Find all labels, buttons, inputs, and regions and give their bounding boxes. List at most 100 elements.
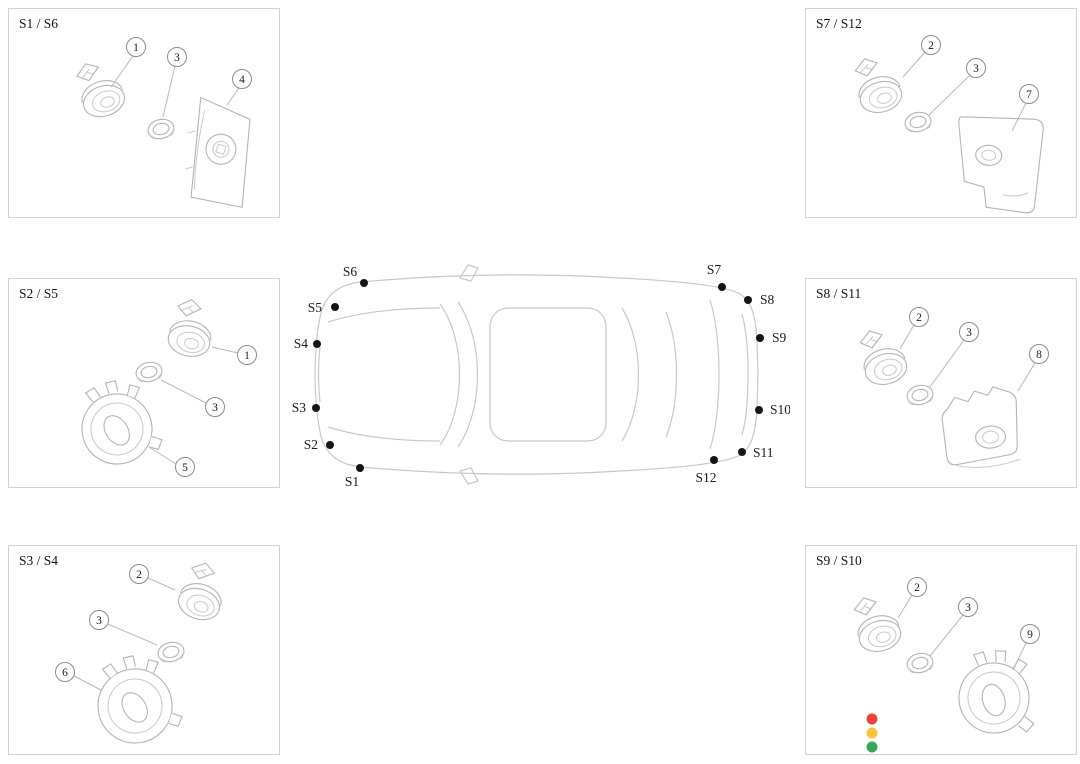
callout-3[interactable]: 3	[929, 322, 979, 388]
sensor-dot-s3	[312, 404, 320, 412]
sensor-label-s4: S4	[294, 336, 309, 351]
svg-text:3: 3	[966, 327, 972, 339]
sensor-dot-s2	[326, 441, 334, 449]
sensor-drawing	[76, 63, 126, 118]
side-mirror-left	[459, 264, 479, 282]
callout-8[interactable]: 8	[1017, 344, 1049, 392]
sensor-label-s2: S2	[304, 437, 318, 452]
panel-drawing-svg: 2 3 9	[853, 577, 1040, 734]
panel-drawing-svg: 1 3 4	[76, 37, 252, 208]
callout-1[interactable]: 1	[110, 37, 146, 88]
sensor-drawing	[859, 330, 908, 386]
sensor-dot-s5	[331, 303, 339, 311]
sensor-label-s1: S1	[345, 474, 359, 489]
callout-1[interactable]: 1	[211, 345, 257, 365]
gasket-ring-drawing	[906, 384, 934, 406]
panel-s8-s11: S8 / S11	[805, 278, 1077, 488]
svg-text:2: 2	[914, 582, 920, 594]
sensor-dot-s8	[744, 296, 752, 304]
callout-2[interactable]: 2	[897, 577, 927, 619]
sensor-dot-s1	[356, 464, 364, 472]
mount-plate-drawing	[185, 96, 251, 208]
panel-s3-s4: S3 / S4	[8, 545, 280, 755]
car-outline	[314, 274, 759, 475]
panel-label: S1 / S6	[19, 16, 59, 31]
rear-window-lines	[621, 299, 749, 450]
callout-3[interactable]: 3	[928, 58, 986, 116]
callout-5[interactable]: 5	[148, 446, 195, 477]
sensor-label-s3: S3	[292, 400, 307, 415]
sunroof-outline	[489, 307, 607, 442]
sensor-dot-s10	[755, 406, 763, 414]
gasket-ring-drawing	[906, 652, 934, 674]
sensor-label-s5: S5	[308, 300, 323, 315]
car-top-view: S6 S5 S4 S3 S2 S1 S7 S8 S9 S10 S11 S12	[292, 262, 792, 489]
panel-label: S2 / S5	[19, 286, 59, 301]
callout-3[interactable]: 3	[929, 597, 978, 657]
sensor-dot-s6	[360, 279, 368, 287]
gasket-ring-drawing	[135, 361, 163, 383]
callout-2[interactable]: 2	[899, 307, 929, 350]
sensor-label-s10: S10	[770, 402, 790, 417]
sensor-drawing	[177, 562, 222, 621]
sensor-dot-s4	[313, 340, 321, 348]
svg-text:7: 7	[1026, 89, 1032, 101]
retainer-holder-drawing	[958, 650, 1035, 734]
svg-text:3: 3	[973, 63, 979, 75]
callout-2[interactable]: 2	[129, 564, 176, 591]
panel-s7-s12: S7 / S12	[805, 8, 1077, 218]
svg-text:1: 1	[244, 350, 250, 362]
retainer-holder-drawing	[97, 655, 183, 744]
panel-s2-s5: S2 / S5	[8, 278, 280, 488]
callout-4[interactable]: 4	[226, 69, 252, 106]
svg-text:3: 3	[174, 52, 180, 64]
hood-lines	[317, 307, 441, 442]
sensor-label-s6: S6	[343, 264, 358, 279]
svg-text:2: 2	[928, 40, 934, 52]
sensor-label-s8: S8	[760, 292, 775, 307]
panel-label: S8 / S11	[816, 286, 862, 301]
sensor-drawing	[854, 58, 903, 114]
gasket-ring-drawing	[147, 118, 175, 140]
car-diagram: S6 S5 S4 S3 S2 S1 S7 S8 S9 S10 S11 S12	[290, 252, 792, 497]
callout-3[interactable]: 3	[162, 47, 187, 118]
watermark-dots	[866, 713, 878, 753]
panel-label: S9 / S10	[816, 553, 862, 568]
windshield-lines	[439, 301, 478, 448]
sensor-drawing	[167, 298, 212, 357]
panel-label: S3 / S4	[19, 553, 59, 568]
side-mirror-right	[459, 467, 479, 485]
sensor-label-s9: S9	[772, 330, 787, 345]
callout-3[interactable]: 3	[89, 610, 158, 646]
callout-9[interactable]: 9	[1012, 624, 1040, 671]
sensor-dot-s7	[718, 283, 726, 291]
sensor-dot-s9	[756, 334, 764, 342]
gasket-ring-drawing	[157, 641, 185, 663]
callout-2[interactable]: 2	[902, 35, 941, 78]
panel-drawing-svg: 1 3 5	[81, 298, 257, 477]
gasket-ring-drawing	[904, 111, 932, 133]
svg-text:3: 3	[965, 602, 971, 614]
callout-7[interactable]: 7	[1011, 84, 1039, 132]
mount-bracket-drawing	[941, 386, 1021, 468]
svg-text:6: 6	[62, 667, 68, 679]
watermark-dot-yellow	[866, 727, 878, 739]
panel-s1-s6: S1 / S6	[8, 8, 280, 218]
svg-text:9: 9	[1027, 629, 1033, 641]
panel-drawing-svg: 2 3 6	[55, 562, 222, 744]
sensor-label-s12: S12	[695, 470, 716, 485]
svg-text:1: 1	[133, 42, 139, 54]
svg-text:2: 2	[136, 569, 142, 581]
panel-label: S7 / S12	[816, 16, 862, 31]
svg-text:2: 2	[916, 312, 922, 324]
svg-text:3: 3	[96, 615, 102, 627]
callout-3[interactable]: 3	[160, 379, 225, 417]
panel-drawing-svg: 2 3 8	[859, 307, 1049, 468]
svg-text:4: 4	[239, 74, 245, 86]
sensor-label-s7: S7	[707, 262, 722, 277]
sensor-dot-s12	[710, 456, 718, 464]
callout-6[interactable]: 6	[55, 662, 102, 691]
watermark-dot-green	[866, 741, 878, 753]
svg-text:3: 3	[212, 402, 218, 414]
